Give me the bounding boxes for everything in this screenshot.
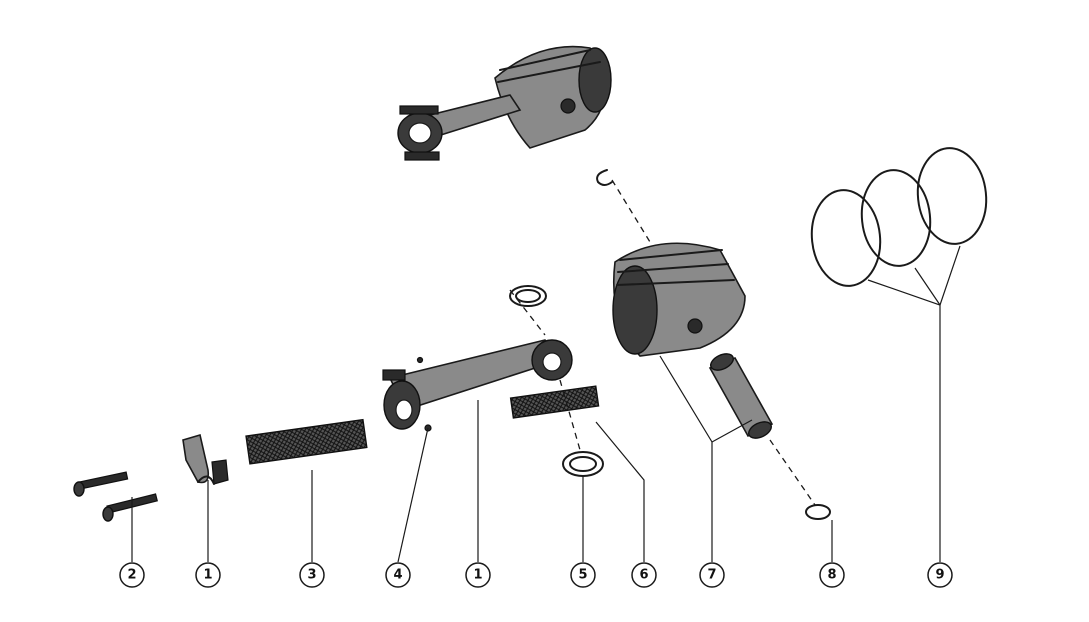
- small-end-bushes: [509, 285, 604, 477]
- callout-label: 3: [307, 568, 316, 583]
- assembly-axis-lines: [509, 179, 816, 506]
- connecting-rod: [382, 339, 573, 432]
- piston: [612, 242, 746, 357]
- callout-2a: 2: [119, 562, 145, 588]
- callout-5: 5: [570, 562, 596, 588]
- callout-label: 2: [127, 568, 136, 583]
- bolts: [73, 471, 158, 522]
- circlips: [596, 169, 831, 520]
- callout-label: 5: [578, 568, 587, 583]
- callout-8: 8: [819, 562, 845, 588]
- assembled-piston-rod: [397, 45, 612, 161]
- gudgeon-pin: [708, 353, 774, 439]
- callout-3: 3: [299, 562, 325, 588]
- callout-9: 9: [927, 562, 953, 588]
- callout-label: 1: [203, 568, 212, 583]
- callout-1b: 1: [465, 562, 491, 588]
- callout-label: 8: [827, 568, 836, 583]
- callout-4: 4: [385, 562, 411, 588]
- bearing-shell-hatched: [245, 418, 368, 465]
- callout-label: 1: [473, 568, 482, 583]
- leader-lines: [131, 245, 961, 563]
- callout-7: 7: [699, 562, 725, 588]
- callout-label: 7: [707, 568, 716, 583]
- callout-6: 6: [631, 562, 657, 588]
- bush-hatched: [509, 385, 600, 419]
- callout-label: 9: [935, 568, 944, 583]
- callout-1a: 1: [195, 562, 221, 588]
- callout-label: 6: [639, 568, 648, 583]
- rod-cap: [182, 433, 229, 485]
- callout-label: 4: [393, 568, 402, 583]
- piston-rings: [810, 147, 988, 287]
